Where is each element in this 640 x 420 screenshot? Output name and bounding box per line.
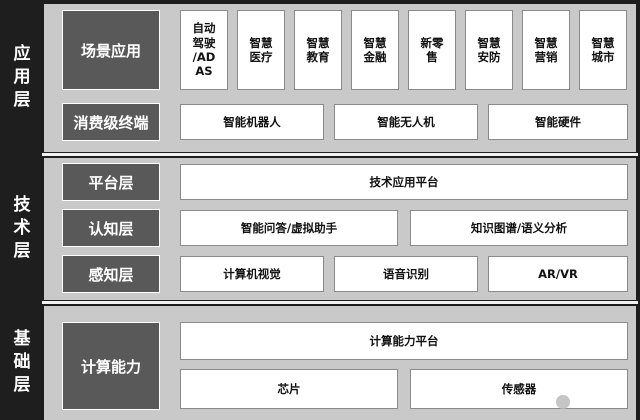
scenario-application-label: 场景应用 [62,10,160,90]
layer-divider [42,153,638,156]
foundation-sensor: 传感器 [410,369,628,409]
watermark: WPR [556,394,606,410]
scenario-smart-security: 智慧 安防 [465,10,513,90]
platform-layer-label: 平台层 [62,163,160,201]
cognition-layer-label: 认知层 [62,209,160,247]
terminal-smart-hardware: 智能硬件 [488,104,628,140]
scenario-autonomous-driving: 自动 驾驶 /AD AS [180,10,228,90]
compute-capability-label: 计算能力 [62,322,160,410]
technology-layer-label: 技术层 [9,194,30,264]
consumer-terminal-label: 消费级终端 [62,103,160,141]
foundation-chip: 芯片 [180,369,398,409]
cognition-knowledge-graph: 知识图谱/语义分析 [410,210,628,246]
application-layer-label: 应用层 [9,43,30,113]
scenario-smart-marketing: 智慧 营销 [522,10,570,90]
perception-speech-recognition: 语音识别 [334,256,478,292]
foundation-layer-label: 基础层 [9,328,30,398]
scenario-smart-city: 智慧 城市 [579,10,627,90]
scenario-new-retail: 新零 售 [408,10,456,90]
terminal-smart-robot: 智能机器人 [180,104,324,140]
perception-ar-vr: AR/VR [488,256,628,292]
perception-layer-label: 感知层 [62,255,160,293]
watermark-text: WPR [573,394,606,410]
tech-application-platform: 技术应用平台 [180,164,628,200]
cognition-qa-assistant: 智能问答/虚拟助手 [180,210,398,246]
wechat-icon [556,395,570,409]
compute-platform: 计算能力平台 [180,322,628,360]
scenario-smart-education: 智慧 教育 [294,10,342,90]
scenario-smart-healthcare: 智慧 医疗 [237,10,285,90]
perception-computer-vision: 计算机视觉 [180,256,324,292]
terminal-smart-drone: 智能无人机 [334,104,478,140]
layer-divider [42,301,638,304]
scenario-smart-finance: 智慧 金融 [351,10,399,90]
